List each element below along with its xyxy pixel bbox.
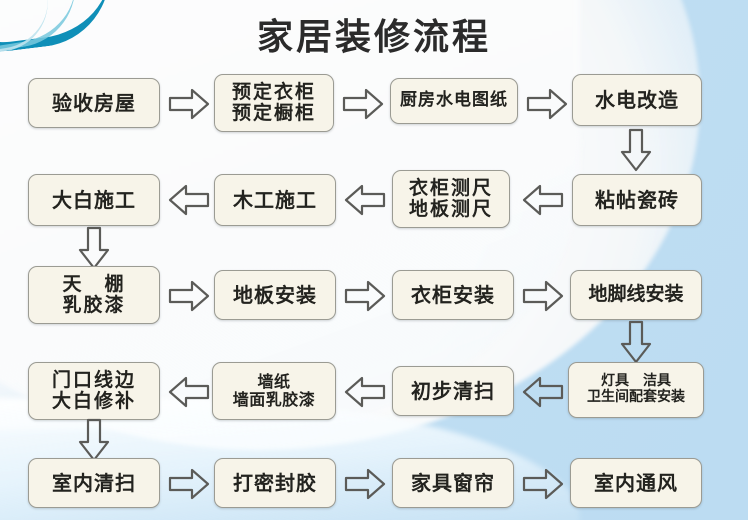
flow-node-n20-line-1: 室内通风 [594, 470, 678, 495]
flow-node-n10-line-1: 地板安装 [233, 282, 317, 307]
page-title: 家居装修流程 [256, 17, 491, 58]
flow-node-n15-line-1: 墙纸 [257, 372, 291, 392]
flow-node-n13[interactable]: 灯具 洁具 卫生间配套安装 [568, 362, 704, 418]
flow-node-n4-line-1: 水电改造 [595, 87, 679, 112]
flow-node-n6-line-1: 衣柜测尺 [408, 176, 493, 199]
flow-node-n15[interactable]: 墙纸 墙面乳胶漆 [212, 362, 336, 420]
arrow-right-icon [344, 468, 386, 500]
arrow-down-icon [620, 320, 652, 364]
arrow-right-icon [344, 280, 386, 312]
flow-node-n11[interactable]: 衣柜安装 [392, 270, 514, 320]
flow-node-n2[interactable]: 预定衣柜 预定橱柜 [214, 74, 334, 132]
arrow-left-icon [344, 376, 386, 408]
flow-node-n15-line-2: 墙面乳胶漆 [232, 390, 316, 409]
flow-node-n6-line-2: 地板测尺 [408, 198, 493, 220]
flow-node-n5-line-1: 粘帖瓷砖 [595, 187, 679, 212]
flow-node-n18-line-1: 打密封胶 [233, 470, 317, 495]
flow-node-n6[interactable]: 衣柜测尺 地板测尺 [392, 170, 510, 228]
flow-node-n5[interactable]: 粘帖瓷砖 [572, 174, 702, 226]
arrow-right-icon [342, 88, 384, 120]
flow-node-n10[interactable]: 地板安装 [214, 270, 336, 320]
arrow-left-icon [344, 184, 386, 216]
flow-node-n9-line-2: 乳胶漆 [62, 294, 126, 316]
arrow-left-icon [522, 376, 564, 408]
arrow-right-icon [522, 280, 564, 312]
flow-node-n19-line-1: 家具窗帘 [411, 470, 495, 495]
flow-node-n3[interactable]: 厨房水电图纸 [390, 78, 518, 124]
arrow-left-icon [168, 376, 210, 408]
flow-node-n16-line-1: 门口线边 [51, 368, 136, 391]
arrow-right-icon [522, 468, 564, 500]
arrow-down-icon [78, 418, 110, 462]
flow-node-n16[interactable]: 门口线边 大白修补 [28, 362, 160, 420]
arrow-down-icon [620, 128, 652, 172]
flow-node-n1[interactable]: 验收房屋 [28, 78, 160, 128]
flow-node-n17-line-1: 室内清扫 [52, 470, 136, 495]
flow-node-n19[interactable]: 家具窗帘 [392, 458, 514, 508]
flow-node-n13-line-2: 卫生间配套安装 [587, 389, 685, 405]
flow-node-n12[interactable]: 地脚线安装 [570, 270, 702, 320]
flow-node-n14-line-1: 初步清扫 [411, 378, 495, 403]
flow-node-n18[interactable]: 打密封胶 [214, 458, 336, 508]
flow-node-n12-line-1: 地脚线安装 [588, 283, 684, 306]
flow-node-n9[interactable]: 天 棚 乳胶漆 [28, 266, 160, 324]
flow-node-n7-line-1: 木工施工 [233, 187, 317, 212]
flow-node-n9-line-1: 天 棚 [62, 272, 126, 295]
flow-node-n8-line-1: 大白施工 [52, 187, 136, 212]
arrow-down-icon [78, 226, 110, 270]
flow-node-n20[interactable]: 室内通风 [570, 458, 702, 508]
flow-node-n2-line-2: 预定橱柜 [231, 102, 316, 124]
arrow-left-icon [168, 184, 210, 216]
flow-node-n7[interactable]: 木工施工 [214, 174, 336, 226]
flow-node-n2-line-1: 预定衣柜 [231, 80, 316, 103]
flow-node-n14[interactable]: 初步清扫 [392, 366, 514, 416]
flow-node-n3-line-1: 厨房水电图纸 [400, 90, 508, 111]
flow-node-n1-line-1: 验收房屋 [52, 90, 136, 115]
flow-node-n17[interactable]: 室内清扫 [28, 458, 160, 508]
arrow-right-icon [526, 88, 568, 120]
flow-node-n4[interactable]: 水电改造 [572, 74, 702, 126]
arrow-left-icon [522, 184, 564, 216]
flow-node-n11-line-1: 衣柜安装 [411, 282, 495, 307]
arrow-right-icon [168, 88, 210, 120]
flow-node-n13-line-1: 灯具 洁具 [601, 373, 671, 390]
arrow-right-icon [168, 468, 210, 500]
flow-node-n16-line-2: 大白修补 [51, 390, 136, 412]
arrow-right-icon [168, 280, 210, 312]
flow-node-n8[interactable]: 大白施工 [28, 174, 160, 226]
